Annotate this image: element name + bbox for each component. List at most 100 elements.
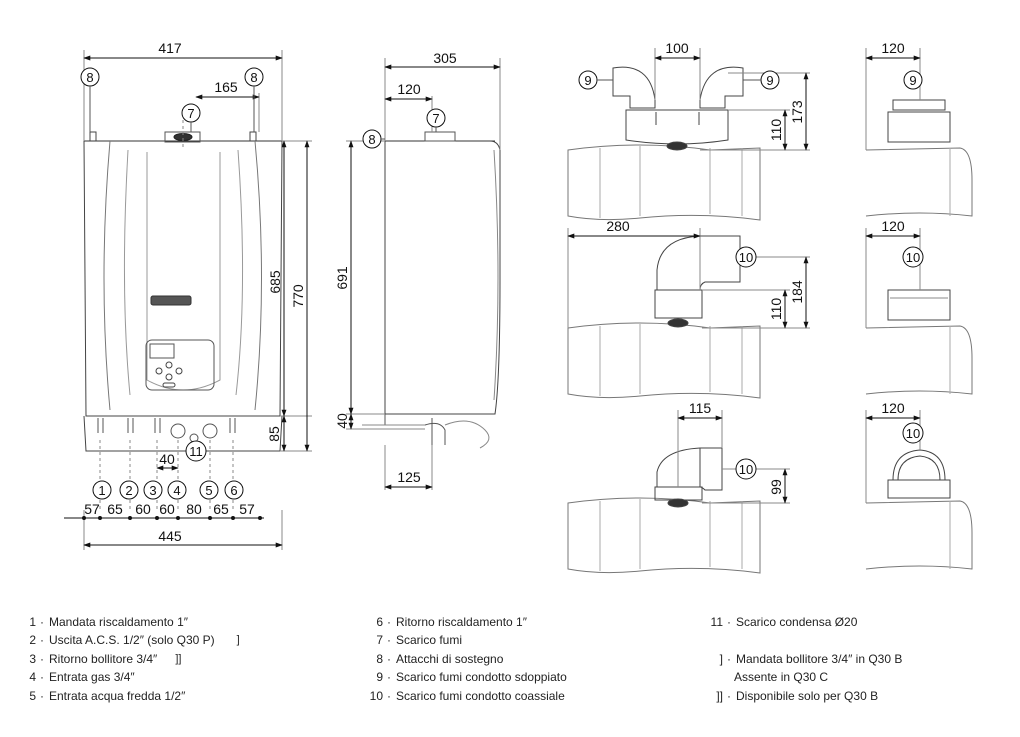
legend-column-3: 11·Scarico condensa Ø20 ]·Mandata bollit… <box>706 613 903 705</box>
callout-9-right: 9 <box>766 73 773 88</box>
legend-number: 1 <box>29 615 36 629</box>
callout-8-side: 8 <box>368 132 375 147</box>
dim-coax-h2: 184 <box>789 280 805 304</box>
dim-front-bottom-width: 445 <box>158 528 182 544</box>
legend-text: Entrata gas 3/4″ <box>49 670 135 685</box>
dim-front-width: 417 <box>158 40 182 56</box>
legend-text: Assente in Q30 C <box>734 670 829 685</box>
side-view <box>346 58 501 490</box>
legend-item: ]]·Disponibile solo per Q30 B <box>706 687 902 705</box>
spacing-label: 57 <box>239 501 255 517</box>
dim-split-h1: 110 <box>768 119 784 142</box>
callout-8-left: 8 <box>86 70 93 85</box>
legend-number: 3 <box>29 651 36 666</box>
legend-item: 6·Ritorno riscaldamento 1″ <box>366 613 567 631</box>
callout-10-elbow: 10 <box>739 462 753 477</box>
legend-item: 4·Entrata gas 3/4″ <box>26 668 240 686</box>
legend-text: Ritorno bollitore 3/4″ <box>49 651 158 666</box>
dim-coax2-offset: 115 <box>689 400 712 416</box>
legend-mark: ]] <box>175 652 182 665</box>
dim-front-conn: 40 <box>159 451 175 467</box>
coaxial-elbow-side <box>865 410 973 570</box>
legend-item-continued: Assente in Q30 C <box>706 668 902 686</box>
legend-column-1: 1·Mandata riscaldamento 1″ 2·Uscita A.C.… <box>26 613 240 705</box>
boiler-front-body <box>83 140 283 417</box>
legend-number: 10 <box>369 688 383 703</box>
dim-side-flue-offset: 120 <box>397 81 421 97</box>
legend-item: 7·Scarico fumi <box>366 631 567 649</box>
coaxial-elbow-front <box>567 410 790 574</box>
legend-item: ]·Mandata bollitore 3/4″ in Q30 B <box>706 650 903 668</box>
coaxial-flue-front <box>567 228 810 399</box>
dim-split-spacing: 100 <box>665 40 689 56</box>
callout-9-side: 9 <box>909 73 916 88</box>
dim-coax2-side-offset: 120 <box>881 400 905 416</box>
callout-4: 4 <box>173 483 180 498</box>
spacing-label: 65 <box>107 501 123 517</box>
legend-text: Uscita A.C.S. 1/2″ (solo Q30 P) <box>49 633 215 648</box>
spacing-label: 80 <box>186 501 202 517</box>
legend-text: Scarico fumi condotto sdoppiato <box>396 670 567 685</box>
front-view <box>83 50 312 550</box>
callout-1: 1 <box>98 483 105 498</box>
boiler-side-body <box>384 140 501 415</box>
dim-front-height-body: 685 <box>267 270 283 294</box>
legend-text: Scarico fumi condotto coassiale <box>396 688 565 703</box>
callout-9-left: 9 <box>584 73 591 88</box>
dim-coax-offset: 280 <box>606 218 630 234</box>
spacing-label: 57 <box>84 501 100 517</box>
split-flue-side <box>865 48 973 217</box>
legend-text: Ritorno riscaldamento 1″ <box>396 615 527 629</box>
legend-text: Mandata riscaldamento 1″ <box>49 615 188 629</box>
legend-number: 9 <box>376 670 383 685</box>
dim-side-height: 691 <box>334 266 350 290</box>
legend-item: 2·Uscita A.C.S. 1/2″ (solo Q30 P)] <box>26 631 240 649</box>
display-screen <box>149 343 175 359</box>
callout-6: 6 <box>230 483 237 498</box>
legend-item: 10·Scarico fumi condotto coassiale <box>366 687 567 705</box>
legend-number: 6 <box>376 615 383 629</box>
dim-coax-side-offset: 120 <box>881 218 905 234</box>
legend-number: 7 <box>376 633 383 648</box>
legend-text: Mandata bollitore 3/4″ in Q30 B <box>736 651 903 666</box>
technical-drawing: 417 165 685 770 85 40 445 57 65 60 60 80… <box>64 40 973 574</box>
legend-item: 5·Entrata acqua fredda 1/2″ <box>26 687 240 705</box>
front-spacing-labels: 57 65 60 60 80 65 57 <box>84 501 255 517</box>
legend-text: Scarico fumi <box>396 633 463 648</box>
legend-number: 4 <box>29 670 36 685</box>
control-panel <box>145 339 215 391</box>
legend-number: 2 <box>29 633 36 648</box>
callout-11: 11 <box>189 444 203 459</box>
legend-item: 8·Attacchi di sostegno <box>366 650 567 668</box>
legend-number: 8 <box>376 651 383 666</box>
dim-coax-h1: 110 <box>768 298 784 321</box>
dim-front-bottom: 85 <box>266 426 282 442</box>
dim-split-h2: 173 <box>789 100 805 124</box>
callout-7-front: 7 <box>187 106 194 121</box>
legend-item: 1·Mandata riscaldamento 1″ <box>26 613 240 631</box>
legend-text: Disponibile solo per Q30 B <box>736 688 879 703</box>
legend-number: ]] <box>716 688 723 703</box>
legend-text: Attacchi di sostegno <box>396 651 504 666</box>
callout-5: 5 <box>205 483 212 498</box>
dim-hook-spacing: 165 <box>214 79 238 95</box>
spacing-label: 60 <box>159 501 175 517</box>
spacing-label: 65 <box>213 501 229 517</box>
legend-item: 3·Ritorno bollitore 3/4″]] <box>26 650 240 668</box>
legend-text: Scarico condensa Ø20 <box>736 615 858 629</box>
legend-number: ] <box>719 651 723 666</box>
callout-2: 2 <box>125 483 132 498</box>
dim-coax2-h: 99 <box>768 479 784 495</box>
legend-number: 11 <box>710 615 723 629</box>
callout-10-coax: 10 <box>739 250 753 265</box>
dim-side-bottom-offset: 125 <box>397 469 421 485</box>
callout-3: 3 <box>149 483 156 498</box>
dim-front-height-total: 770 <box>290 284 306 308</box>
legend-mark: ] <box>236 634 240 647</box>
dim-side-depth: 305 <box>433 50 457 66</box>
brand-logo <box>150 295 192 306</box>
spacing-label: 60 <box>135 501 151 517</box>
dim-side-bottom: 40 <box>334 413 350 429</box>
legend-item: 11·Scarico condensa Ø20 <box>706 613 902 631</box>
callout-7-side: 7 <box>432 111 439 126</box>
